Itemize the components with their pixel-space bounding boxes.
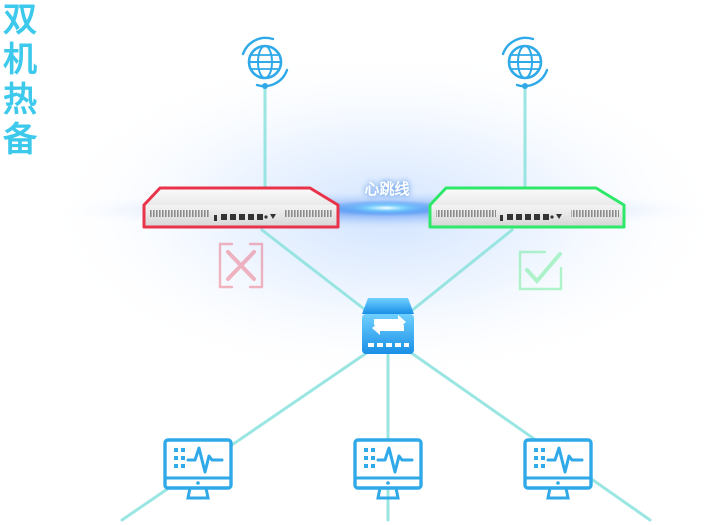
standby-firewall bbox=[428, 186, 626, 229]
globe-icon bbox=[239, 36, 291, 89]
monitor-icon bbox=[163, 438, 233, 500]
monitor-icon bbox=[353, 438, 423, 500]
globe-icon bbox=[499, 36, 551, 89]
link-switch-pc-right bbox=[408, 350, 652, 522]
primary-firewall bbox=[142, 186, 340, 229]
link-standby-switch bbox=[408, 228, 514, 314]
title-char: 热 bbox=[3, 80, 37, 120]
check-mark-icon bbox=[518, 250, 563, 291]
heartbeat-link bbox=[326, 200, 446, 216]
monitor-icon bbox=[523, 438, 593, 500]
page-title: 双 机 热 备 bbox=[0, 0, 40, 160]
title-char: 备 bbox=[3, 120, 37, 160]
switch-icon bbox=[362, 298, 414, 354]
heartbeat-label: 心跳线 bbox=[364, 180, 410, 198]
link-switch-pc-left bbox=[120, 350, 370, 522]
link-primary-switch bbox=[260, 228, 370, 314]
network-links bbox=[120, 84, 652, 522]
title-char: 机 bbox=[3, 40, 37, 80]
x-mark-icon bbox=[218, 242, 264, 289]
title-char: 双 bbox=[3, 0, 37, 40]
